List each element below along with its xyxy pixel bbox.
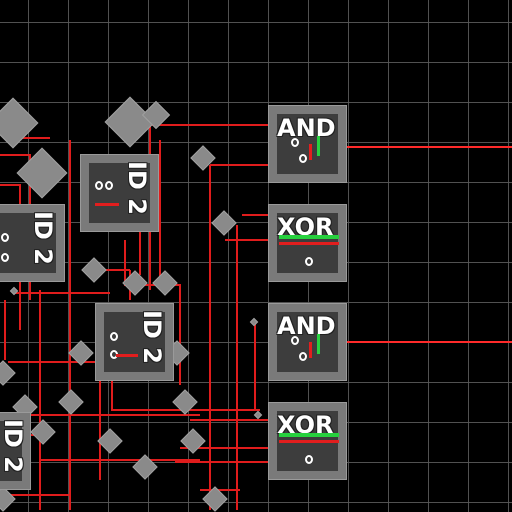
signal-indicator	[309, 144, 312, 160]
and-gate[interactable]: AND	[268, 105, 347, 183]
input-pin-icon[interactable]	[105, 181, 113, 190]
input-pin-icon[interactable]	[1, 253, 9, 262]
id-gate-label: ID 2	[138, 310, 166, 364]
gate-body	[277, 312, 338, 372]
id-gate-label: ID 2	[29, 211, 57, 265]
signal-indicator	[317, 334, 320, 354]
signal-indicator	[279, 440, 339, 443]
signal-indicator	[279, 433, 339, 437]
input-pin-icon[interactable]	[95, 181, 103, 190]
id-gate-label: ID 2	[123, 161, 151, 215]
input-pin-icon[interactable]	[291, 336, 299, 345]
xor-gate[interactable]: XOR	[268, 204, 347, 282]
gate-body	[0, 421, 22, 481]
input-pin-icon[interactable]	[299, 352, 307, 361]
wire	[124, 240, 181, 385]
and-gate-label: AND	[277, 114, 336, 142]
signal-indicator	[279, 235, 339, 239]
input-pin-icon[interactable]	[291, 138, 299, 147]
and-gate[interactable]: AND	[268, 303, 347, 381]
signal-indicator	[317, 136, 320, 156]
xor-gate[interactable]: XOR	[268, 402, 347, 480]
id-gate[interactable]: ID 2	[95, 303, 174, 381]
gate-body	[104, 312, 165, 372]
signal-indicator	[116, 354, 138, 357]
id-gate[interactable]: ID 2	[0, 412, 31, 490]
id-gate[interactable]: ID 2	[0, 204, 65, 282]
gate-body	[0, 213, 56, 273]
and-gate-label: AND	[277, 312, 336, 340]
gate-body	[89, 163, 150, 223]
signal-indicator	[279, 242, 339, 245]
input-pin-icon[interactable]	[1, 233, 9, 242]
gate-body	[277, 114, 338, 174]
id-gate-label: ID 2	[0, 419, 27, 473]
input-pin-icon[interactable]	[305, 257, 313, 266]
input-pin-icon[interactable]	[305, 455, 313, 464]
input-pin-icon[interactable]	[299, 154, 307, 163]
id-gate[interactable]: ID 2	[80, 154, 159, 232]
input-pin-icon[interactable]	[110, 332, 118, 341]
signal-indicator	[309, 342, 312, 358]
signal-indicator	[95, 203, 119, 206]
